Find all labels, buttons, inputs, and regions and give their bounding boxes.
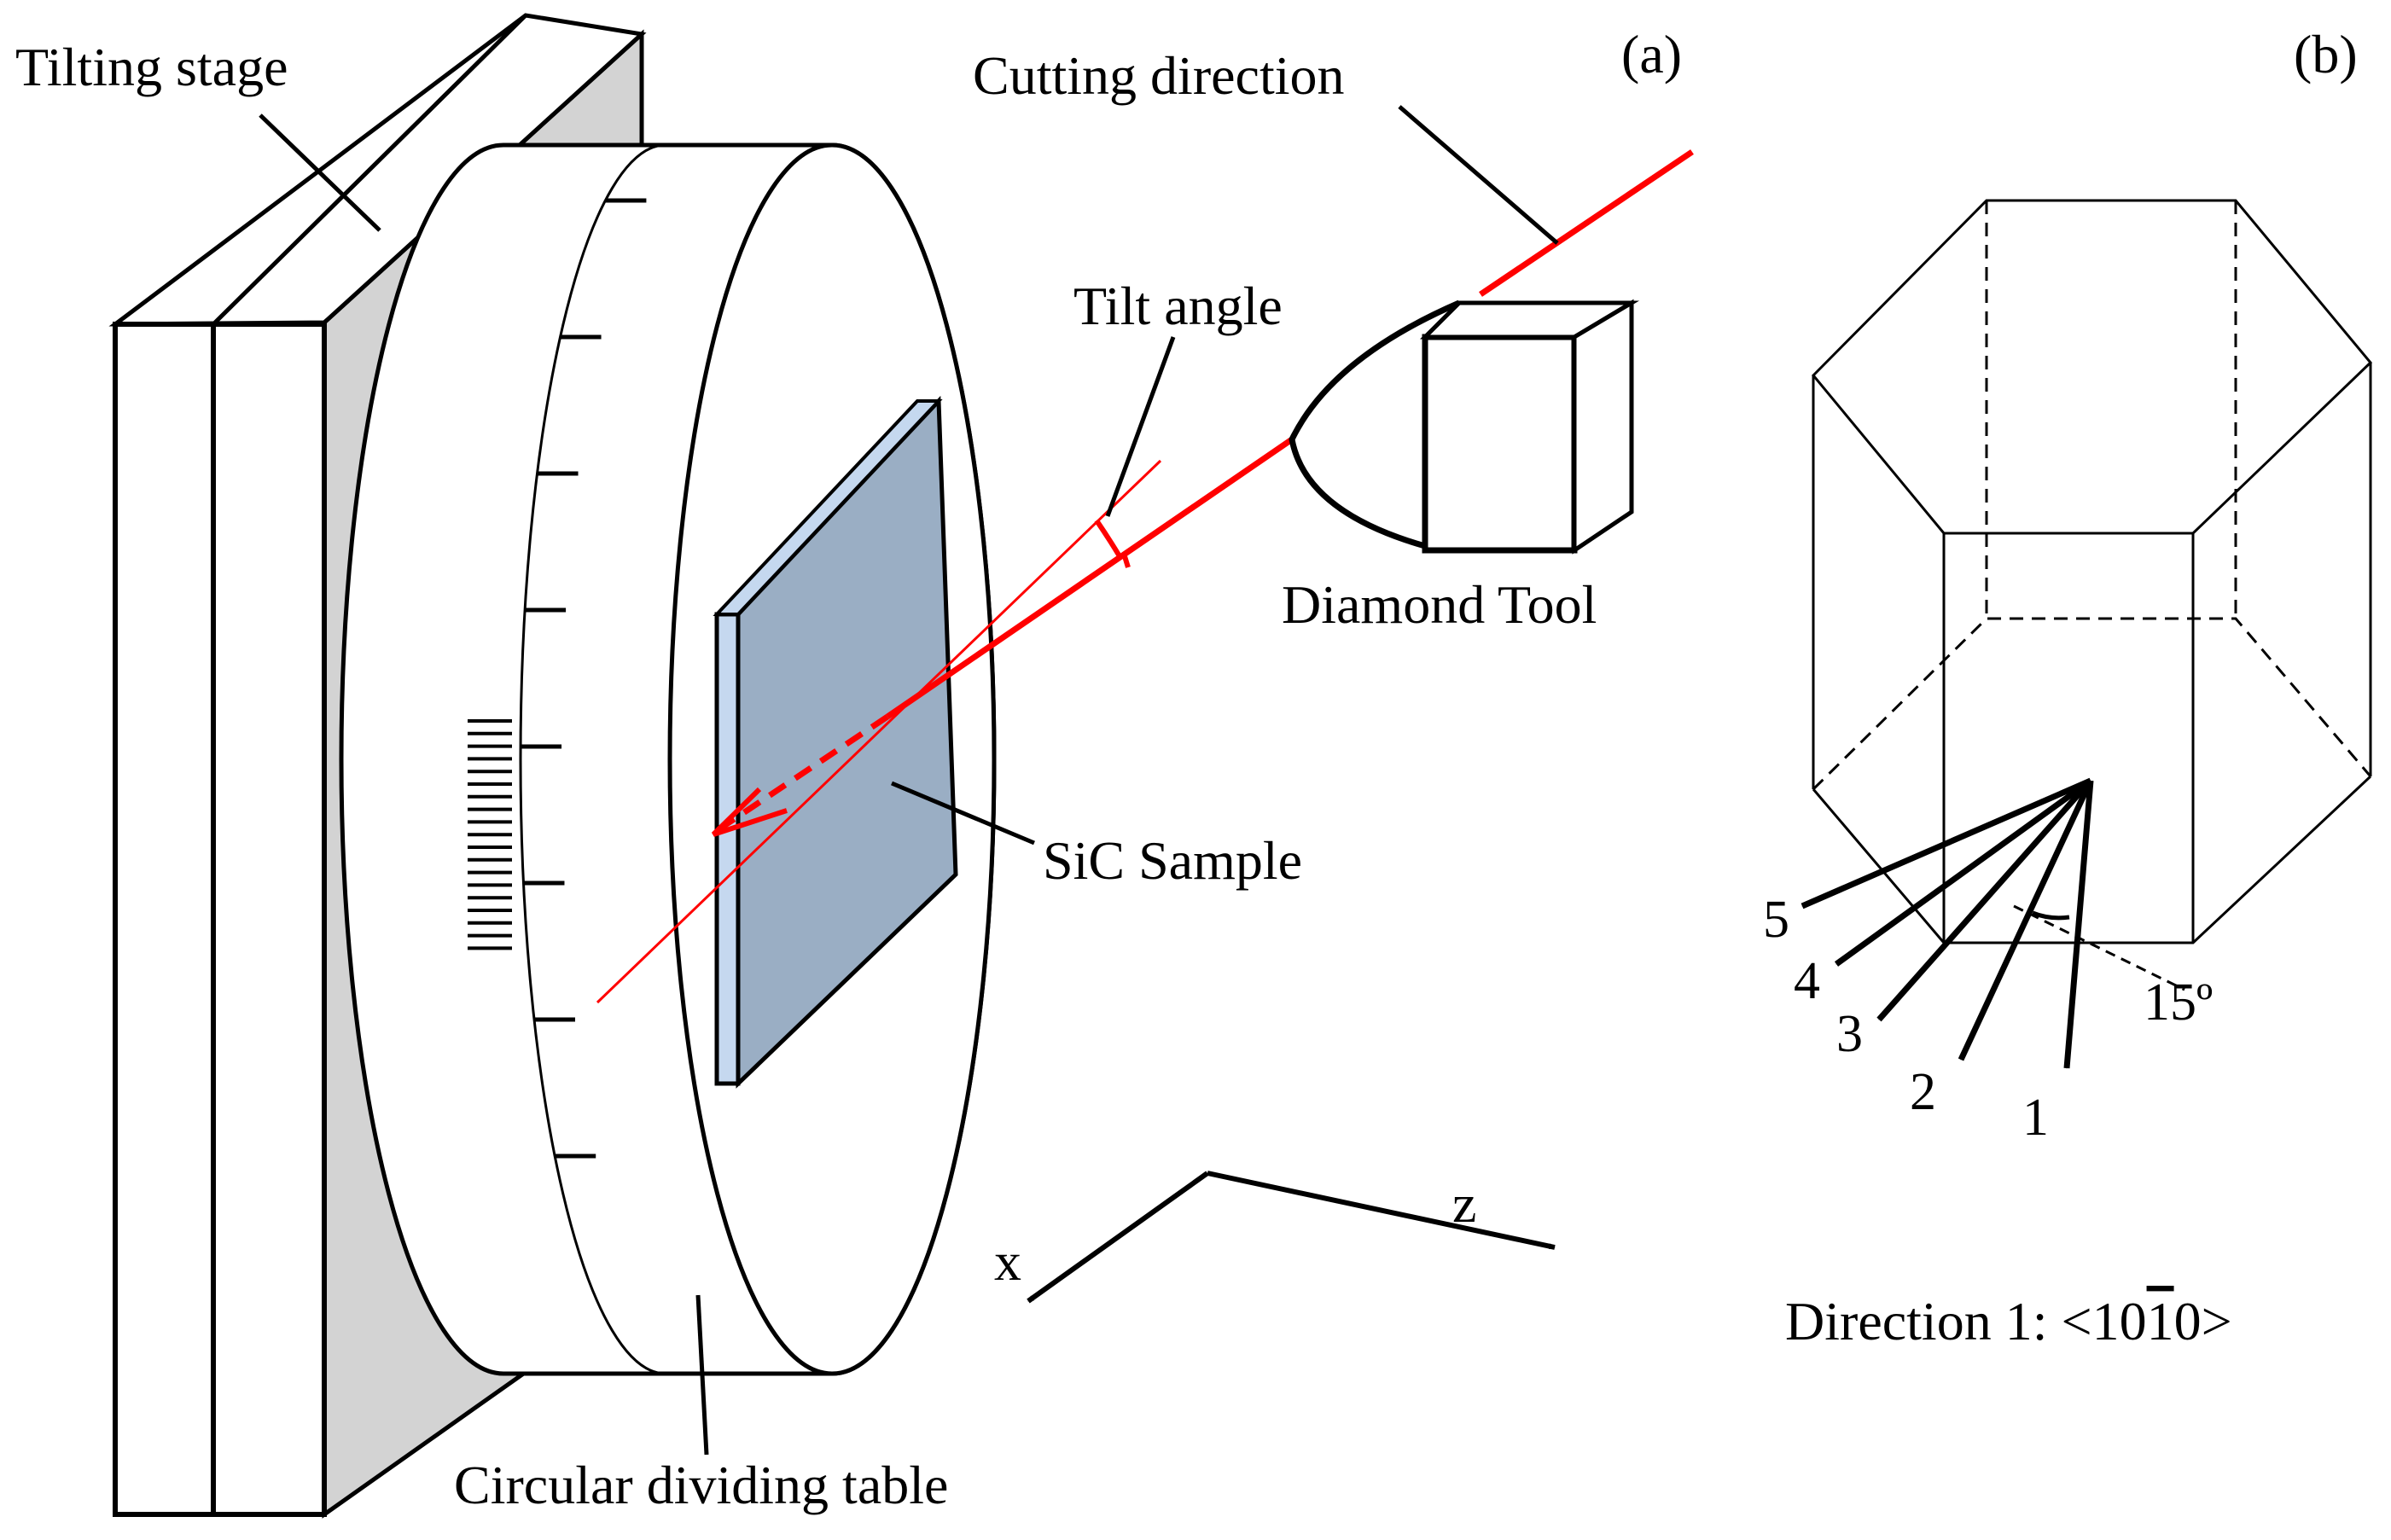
leader-tilting-stage: [259, 113, 381, 232]
caption-prefix: Direction 1: <10: [1785, 1291, 2147, 1351]
tool-path-dashed: [713, 714, 889, 834]
direction-arrow-3: [1876, 778, 2093, 1022]
panel-b-label: (b): [2294, 24, 2358, 84]
leader-sic-sample: [891, 781, 1035, 846]
direction-arrows: [1801, 777, 2094, 1069]
direction-arrow-4: [1834, 778, 2093, 967]
cutting-direction-label: Cutting direction: [973, 45, 1345, 106]
stage-top-divider: [212, 14, 527, 326]
direction-caption: Direction 1: <1010>: [1785, 1291, 2232, 1351]
direction-label-4: 4: [1794, 952, 1820, 1010]
leader-tilt-angle: [1105, 336, 1176, 517]
z-axis-arrow: [1207, 1171, 1556, 1250]
tilt-angle-label: Tilt angle: [1073, 276, 1283, 336]
angle-15-arc: [2032, 910, 2070, 921]
prism-hidden-bottom: [1812, 617, 2372, 791]
leader-dividing-table: [695, 1294, 709, 1456]
prism-top-hexagon: [1811, 199, 2373, 535]
x-axis-label: x: [994, 1231, 1021, 1292]
sic-sample-label: SiC Sample: [1043, 830, 1302, 891]
coordinate-axes: [1027, 1171, 1556, 1304]
stage-plate-back: [113, 322, 216, 1517]
cutting-path: [596, 149, 1694, 1004]
direction-label-3: 3: [1836, 1005, 1863, 1063]
angle-15-label: 15º: [2144, 973, 2213, 1032]
tilt-angle-arc: [1094, 519, 1122, 558]
direction-label-1: 1: [2022, 1089, 2049, 1147]
angle-reference-dashed: [2013, 904, 2185, 991]
x-axis-arrow: [1027, 1171, 1209, 1304]
table-scale-ticks: [521, 198, 647, 1159]
caption-suffix: 0>: [2174, 1291, 2232, 1351]
prism-bottom-visible: [1812, 775, 2372, 944]
diamond-tool-label: Diamond Tool: [1282, 574, 1597, 635]
tool-rake-face: [1289, 299, 1461, 550]
dividing-table-label: Circular dividing table: [454, 1455, 948, 1515]
leader-lines: [259, 105, 1559, 1456]
tool-path-line: [886, 437, 1294, 719]
direction-number-labels: 1 2 3 4 5 15º: [1763, 891, 2213, 1147]
tool-body-side: [1572, 299, 1634, 555]
z-axis-label: z: [1452, 1173, 1476, 1234]
panel-b: (b) 1 2 3 4 5 15º: [1763, 24, 2373, 1351]
table-scale-band-edge: [519, 143, 666, 1375]
direction-label-5: 5: [1763, 891, 1789, 949]
tilting-stage-label: Tilting stage: [15, 37, 288, 97]
panel-a: (a) Tilting stage Cutting direction Tilt…: [15, 13, 1694, 1519]
hexagonal-prism: [1811, 199, 2373, 991]
table-vernier-scale: [468, 719, 512, 950]
tilted-cut-line: [596, 459, 1162, 1004]
leader-cutting-direction: [1398, 105, 1559, 245]
tool-body-front: [1422, 334, 1578, 554]
direction-arrow-5: [1801, 777, 2092, 909]
direction-label-2: 2: [1910, 1063, 1936, 1121]
tilt-angle-tick: [1122, 555, 1131, 568]
cut-arrow-head: [711, 787, 788, 837]
caption-overbar-digit: 1: [2147, 1291, 2174, 1351]
panel-a-label: (a): [1621, 24, 1682, 84]
sample-edge: [714, 612, 741, 1086]
direction-arrow-2: [1958, 779, 2094, 1061]
cutting-direction-line: [1479, 149, 1694, 297]
diamond-tool: [1289, 299, 1640, 555]
stage-plate-front: [211, 322, 327, 1517]
sample-top-edge: [713, 399, 943, 616]
direction-arrow-1: [2063, 780, 2094, 1069]
